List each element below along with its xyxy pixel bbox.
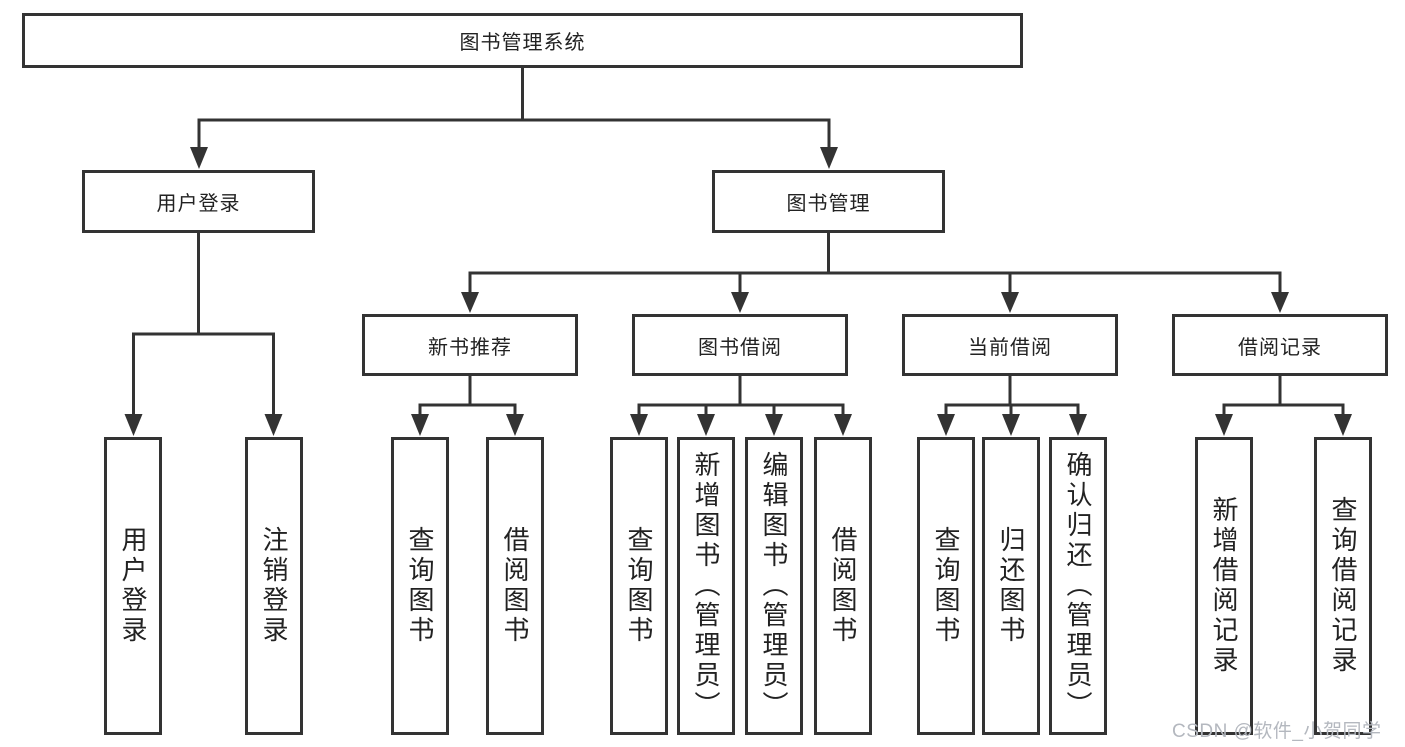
leaf-borrow-books-recommend: 借阅图书 <box>486 437 544 735</box>
leaf-edit-books-admin: 编辑图书（管理员） <box>745 437 803 735</box>
node-system-root: 图书管理系统 <box>22 13 1023 68</box>
leaf-label: 查询图书 <box>931 526 961 646</box>
node-current-borrow: 当前借阅 <box>902 314 1118 376</box>
node-new-book-recommend: 新书推荐 <box>362 314 578 376</box>
leaf-query-borrow-record: 查询借阅记录 <box>1314 437 1372 735</box>
leaf-query-books-recommend: 查询图书 <box>391 437 449 735</box>
node-label: 图书管理系统 <box>459 32 586 54</box>
csdn-watermark: CSDN @软件_小贺同学 <box>1172 721 1382 742</box>
leaf-query-books-borrow: 查询图书 <box>610 437 668 735</box>
leaf-confirm-return-admin: 确认归还（管理员） <box>1049 437 1107 735</box>
node-label: 图书管理 <box>786 193 871 215</box>
leaf-logout: 注销登录 <box>245 437 303 735</box>
leaf-label: 查询借阅记录 <box>1328 496 1358 676</box>
leaf-label: 查询图书 <box>405 526 435 646</box>
node-borrow-records: 借阅记录 <box>1172 314 1388 376</box>
node-user-login: 用户登录 <box>82 170 315 233</box>
node-label: 当前借阅 <box>968 336 1052 359</box>
leaf-return-books: 归还图书 <box>982 437 1040 735</box>
node-label: 借阅记录 <box>1238 336 1322 359</box>
leaf-label: 归还图书 <box>996 526 1026 646</box>
leaf-label: 借阅图书 <box>828 526 858 646</box>
leaf-add-borrow-record: 新增借阅记录 <box>1195 437 1253 735</box>
leaf-label: 查询图书 <box>624 526 654 646</box>
node-book-management: 图书管理 <box>712 170 945 233</box>
leaf-label: 确认归还（管理员） <box>1063 451 1093 721</box>
leaf-label: 新增借阅记录 <box>1209 496 1239 676</box>
leaf-query-books-current: 查询图书 <box>917 437 975 735</box>
arrowheads <box>124 147 1352 436</box>
leaf-borrow-books: 借阅图书 <box>814 437 872 735</box>
leaf-label: 注销登录 <box>259 526 289 646</box>
node-label: 用户登录 <box>156 193 241 215</box>
leaf-label: 编辑图书（管理员） <box>759 451 789 721</box>
leaf-add-books-admin: 新增图书（管理员） <box>677 437 735 735</box>
node-label: 新书推荐 <box>428 336 512 359</box>
leaf-label: 用户登录 <box>118 526 148 646</box>
node-label: 图书借阅 <box>698 336 782 359</box>
node-book-borrow: 图书借阅 <box>632 314 848 376</box>
leaf-user-login: 用户登录 <box>104 437 162 735</box>
leaf-label: 借阅图书 <box>500 526 530 646</box>
leaf-label: 新增图书（管理员） <box>691 451 721 721</box>
